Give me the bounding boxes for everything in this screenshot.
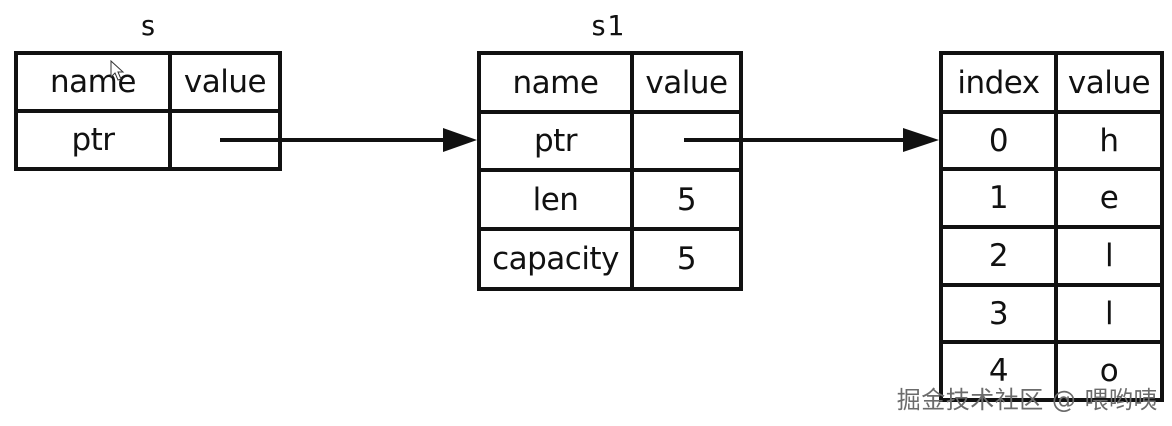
header-index: index: [939, 51, 1058, 114]
header-value: value: [1054, 51, 1164, 114]
arrow-s1-to-heap: [684, 128, 939, 152]
cell-value: e: [1054, 167, 1164, 229]
cell-name: capacity: [477, 227, 634, 291]
table-row: 3 l: [939, 283, 1164, 344]
cell-value: h: [1054, 110, 1164, 171]
cell-value: l: [1054, 283, 1164, 344]
cell-index: 2: [939, 225, 1058, 287]
table-heap: index value 0 h 1 e 2 l 3 l 4 o: [939, 51, 1164, 402]
cell-index: 0: [939, 110, 1058, 171]
table-row: capacity 5: [477, 227, 743, 291]
mouse-cursor-icon: [110, 60, 125, 81]
cell-index: 3: [939, 283, 1058, 344]
header-value: value: [630, 51, 743, 114]
cell-index: 4: [939, 340, 1058, 402]
cell-name: ptr: [477, 110, 634, 172]
cell-name: len: [477, 168, 634, 231]
cell-value: 5: [630, 168, 743, 231]
cell-index: 1: [939, 167, 1058, 229]
watermark: 掘金技术社区 @ 喂哟咦: [896, 386, 1158, 414]
header-value: value: [168, 51, 282, 113]
table-row: 0 h: [939, 110, 1164, 171]
table-row: 2 l: [939, 225, 1164, 287]
table-row: len 5: [477, 168, 743, 231]
table-header-row: index value: [939, 51, 1164, 114]
table-s1-title: s1: [590, 9, 624, 42]
arrow-s-to-s1: [220, 128, 477, 152]
header-name: name: [14, 51, 172, 113]
table-row: 4 o: [939, 340, 1164, 402]
table-header-row: name value: [14, 51, 282, 113]
cell-value: 5: [630, 227, 743, 291]
table-row: ptr: [477, 110, 743, 172]
table-header-row: name value: [477, 51, 743, 114]
cell-value: l: [1054, 225, 1164, 287]
header-name: name: [477, 51, 634, 114]
cell-name: ptr: [14, 109, 172, 171]
cell-value: o: [1054, 340, 1164, 402]
table-s1: name value ptr len 5 capacity 5: [477, 51, 743, 291]
table-s-title: s: [139, 9, 157, 42]
table-row: 1 e: [939, 167, 1164, 229]
